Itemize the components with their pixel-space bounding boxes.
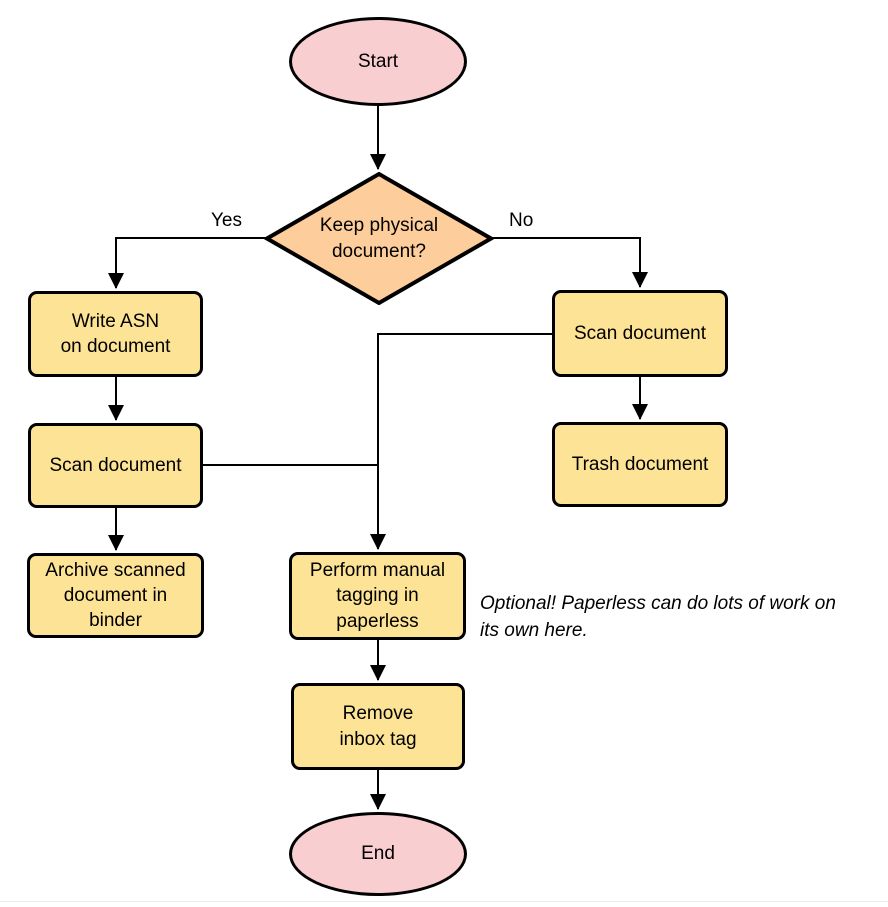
page-bottom-border: [0, 901, 888, 902]
edge-label-no: No: [507, 210, 536, 232]
node-trash-document: Trash document: [552, 422, 728, 507]
node-end: End: [289, 812, 467, 896]
node-scan-document-left: Scan document: [28, 423, 203, 508]
edge-decision-no-to-scan-right: [492, 237, 648, 288]
node-scan-document-right: Scan document: [552, 290, 728, 377]
edge-label-yes: Yes: [209, 210, 244, 232]
node-archive-scanned: Archive scanned document in binder: [27, 553, 204, 638]
optional-note-line1: Optional! Paperless can do lots of work …: [480, 593, 836, 614]
decision-diamond-shape: [264, 172, 494, 305]
node-start: Start: [289, 17, 467, 106]
edge-scan-right-to-perform-tagging: [370, 333, 552, 550]
optional-note-line2: its own here.: [480, 620, 588, 641]
node-perform-manual-tagging: Perform manual tagging in paperless: [289, 552, 466, 640]
decision-label: Keep physical document?: [319, 215, 439, 262]
optional-note: Optional! Paperless can do lots of work …: [480, 590, 888, 644]
node-remove-inbox-tag: Remove inbox tag: [291, 683, 465, 770]
edge-decision-yes-to-write-asn: [108, 237, 266, 289]
node-decision: Keep physical document?: [264, 172, 494, 305]
node-write-asn: Write ASN on document: [28, 291, 203, 377]
